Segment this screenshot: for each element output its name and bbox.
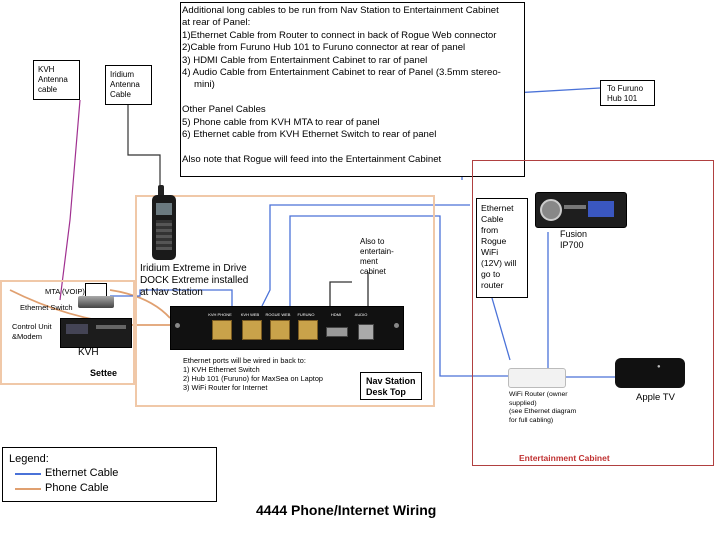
panel-port (270, 320, 290, 340)
wifi-router-label: WiFi Router (owner supplied) (see Ethern… (509, 391, 577, 424)
panel-port (242, 320, 262, 340)
iridium-phone-graphic (152, 185, 176, 260)
panel-furuno-line (289, 215, 510, 377)
notes-line: 3) HDMI Cable from Entertainment Cabinet… (182, 54, 428, 66)
notes-line: mini) (194, 79, 215, 91)
eth-ports-note: Ethernet ports will be wired in back to:… (183, 356, 323, 392)
cable-notes-text: Additional long cables to be run from Na… (182, 5, 501, 166)
rogue-to-router (491, 297, 511, 361)
iridium-antenna-wire (127, 105, 161, 185)
iridium-antenna-label: Iridium Antenna Cable (110, 70, 140, 99)
kvh-label: KVH (78, 347, 99, 358)
settee-label: Settee (90, 368, 118, 378)
rogue-note-label: Ethernet Cable from Rogue WiFi (12V) wil… (481, 203, 517, 290)
furuno-hub-label: To Furuno Hub 101 (607, 84, 644, 103)
furuno-hub-box: To Furuno Hub 101 (600, 80, 655, 106)
panel-port (358, 324, 374, 340)
notes-line: at rear of Panel: (182, 17, 251, 29)
entertainment-cabinet-box (472, 160, 714, 466)
panel-port-label: ROGUE WEB (265, 312, 291, 317)
apple-tv-label: Apple TV (636, 392, 675, 403)
panel-port-label: AUDIO (354, 312, 368, 317)
apple-tv-device: ● (615, 358, 685, 388)
panel-port-label: FURUNO (297, 312, 315, 317)
mta-device (85, 283, 107, 297)
nav-station-label-box: Nav Station Desk Top (360, 372, 422, 400)
notes-line: Also note that Rogue will feed into the … (182, 153, 442, 165)
rogue-note-box: Ethernet Cable from Rogue WiFi (12V) wil… (476, 198, 528, 298)
kvh-antenna-label: KVH Antenna cable (38, 65, 68, 94)
panel-to-notes-rogue (261, 204, 470, 307)
phone-cable-mta (109, 289, 171, 319)
nav-station-box (135, 195, 435, 407)
settee-box (0, 280, 135, 385)
also-to-ent-label: Also to entertain- ment cabinet (360, 237, 394, 276)
iridium-antenna-box: Iridium Antenna Cable (105, 65, 152, 105)
control-unit-label: Control Unit &Modem (12, 322, 52, 341)
notes-line (182, 92, 501, 104)
diagram-title: 4444 Phone/Internet Wiring (256, 502, 437, 518)
notes-line: 6) Ethernet cable from KVH Ethernet Swit… (182, 129, 437, 141)
panel-port (212, 320, 232, 340)
legend-ethernet-swatch (15, 473, 41, 475)
legend-phone-label: Phone Cable (45, 482, 109, 494)
fusion-label: Fusion IP700 (560, 229, 588, 250)
cable-notes-box: Additional long cables to be run from Na… (180, 2, 525, 177)
eth-switch-to-panel (110, 289, 233, 306)
panel-port-label: KVH PHONE (208, 312, 232, 317)
notes-line: Additional long cables to be run from Na… (182, 5, 499, 16)
nav-station-label: Nav Station Desk Top (366, 376, 416, 397)
kvh-antenna-box: KVH Antenna cable (33, 60, 80, 100)
mta-label: MTA (VOIP) (45, 287, 85, 296)
fusion-ip700-device (535, 192, 627, 228)
panel-port (298, 320, 318, 340)
notes-line (182, 141, 501, 153)
legend-phone-swatch (15, 488, 41, 490)
panel-port-label: KVH WEB (240, 312, 260, 317)
kvh-antenna-wire (59, 99, 81, 301)
legend-box: Legend: Ethernet Cable Phone Cable (2, 447, 217, 502)
ethernet-switch-device (78, 296, 114, 308)
notes-line: Other Panel Cables (182, 104, 266, 116)
kvh-control-unit (60, 318, 132, 348)
legend-title: Legend: (9, 453, 49, 465)
iridium-dock-label: Iridium Extreme in Drive DOCK Extreme in… (140, 263, 249, 298)
panel-port (326, 327, 348, 337)
notes-line: 2)Cable from Furuno Hub 101 to Furuno co… (182, 42, 466, 54)
ent-cabinet-label: Entertainment Cabinet (519, 453, 610, 463)
notes-line: 5) Phone cable from KVH MTA to rear of p… (182, 116, 380, 128)
hdmi-wire (329, 281, 352, 306)
notes-line: 1)Ethernet Cable from Router to connect … (182, 29, 497, 41)
notes-line: 4) Audio Cable from Entertainment Cabine… (182, 67, 501, 79)
eth-switch-label: Ethernet Switch (20, 303, 73, 312)
wifi-router-device (508, 368, 566, 388)
panel-port-label: HDMI (330, 312, 342, 317)
legend-ethernet-label: Ethernet Cable (45, 467, 119, 479)
